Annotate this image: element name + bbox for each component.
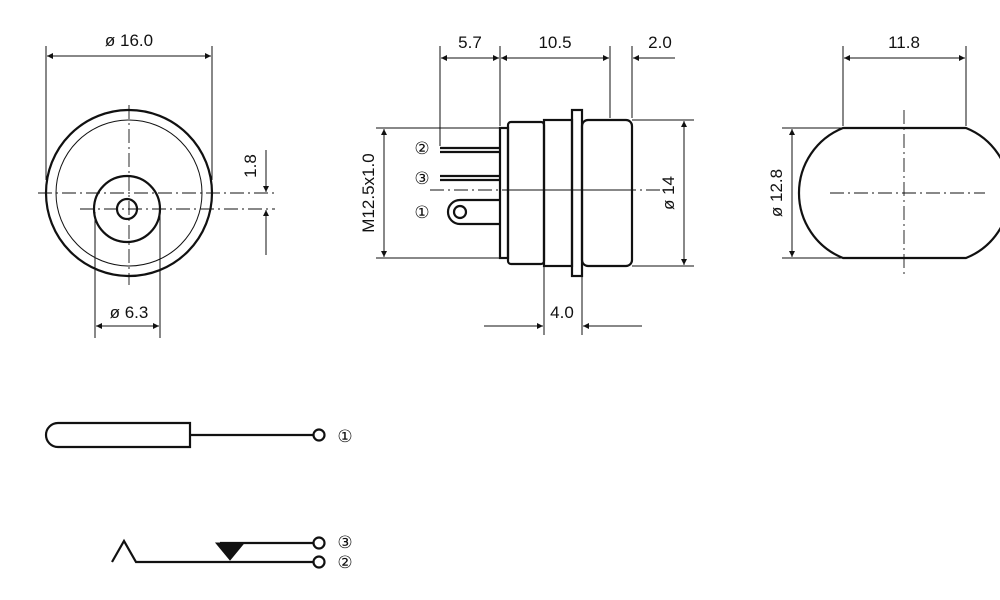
dim-cutout-width: 11.8 (888, 33, 920, 52)
pin-2-terminal (312, 555, 326, 569)
switch-contact-triangle (214, 542, 246, 561)
dim-inner-diameter: ø 6.3 (110, 303, 149, 322)
sleeve-contact-symbol (111, 538, 313, 564)
pin-1-hole (452, 204, 468, 220)
nut (542, 118, 574, 268)
cutout-shape (797, 126, 1000, 260)
front-view: ø 16.0 1.8 ø 6.3 (38, 31, 275, 338)
schematic-switch: ③ ② (111, 533, 353, 572)
schematic-label-3: ③ (337, 533, 352, 552)
cutout-view: 11.8 ø 12.8 (767, 33, 1000, 275)
pin-label-1: ① (414, 203, 429, 222)
front-cap (580, 118, 634, 268)
thread-body (498, 126, 510, 260)
dim-body-length: 10.5 (538, 33, 571, 52)
dim-flange-diameter: ø 14 (659, 176, 678, 210)
body-inner (506, 120, 546, 266)
center-pin-housing (92, 174, 162, 244)
pin-1-terminal (312, 428, 326, 442)
side-view: ② ③ ① 5.7 10.5 2.0 M12.5x1.0 ø 14 4.0 (359, 33, 694, 335)
dim-pin-spacing: 5.7 (458, 33, 482, 52)
dim-outer-diameter: ø 16.0 (105, 31, 153, 50)
dim-flange-depth: 2.0 (648, 33, 672, 52)
schematic-label-1: ① (337, 427, 352, 446)
pin-label-3: ③ (414, 169, 429, 188)
pin-3-terminal (312, 536, 326, 550)
schematic-label-2: ② (337, 553, 352, 572)
center-pin-symbol (44, 421, 192, 449)
dim-panel-thickness: 4.0 (550, 303, 574, 322)
dim-thread: M12.5x1.0 (359, 153, 378, 232)
flange-plate (570, 108, 584, 278)
dim-offset: 1.8 (241, 154, 260, 178)
schematic-pin-1: ① (44, 421, 353, 449)
dim-cutout-diameter: ø 12.8 (767, 169, 786, 217)
pin-label-2: ② (414, 139, 429, 158)
pin-1-tab (446, 198, 500, 226)
